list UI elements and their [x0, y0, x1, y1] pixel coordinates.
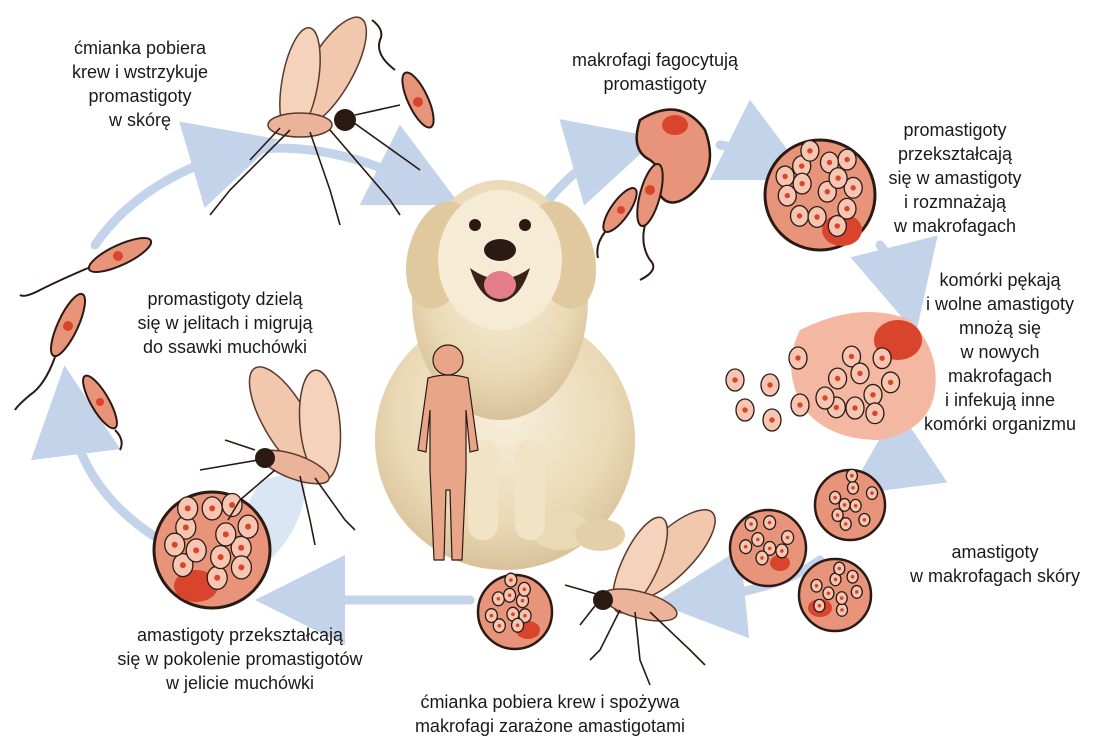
amastigote-nucleus — [511, 612, 515, 616]
amastigote-nucleus — [785, 193, 790, 198]
amastigote-nucleus — [852, 405, 857, 410]
amastigote-nucleus — [749, 522, 753, 526]
amastigote-nucleus — [844, 206, 849, 211]
label-transform-multiply: promastigoty przekształcają się w amasti… — [870, 118, 1040, 238]
amastigote-nucleus — [185, 505, 191, 511]
cycle-arrow — [540, 150, 615, 210]
amastigote-nucleus — [850, 474, 854, 478]
amastigote-nucleus — [786, 536, 790, 540]
amastigote-nucleus — [835, 376, 840, 381]
amastigote-nucleus — [834, 578, 838, 582]
label-skin-macrophages: amastigoty w makrofagach skóry — [895, 540, 1095, 588]
amastigote-nucleus — [183, 525, 189, 531]
amastigote-nucleus — [851, 486, 855, 490]
amastigote-nucleus — [229, 502, 235, 508]
cycle-arrow — [250, 148, 420, 185]
amastigote-nucleus — [172, 542, 178, 548]
amastigote-nucleus — [498, 624, 502, 628]
promastigote-icon — [597, 162, 668, 280]
amastigote-nucleus — [490, 614, 494, 618]
amastigote-nucleus — [193, 547, 199, 553]
amastigote-nucleus — [835, 175, 840, 180]
amastigote-nucleus — [851, 185, 856, 190]
amastigote-nucleus — [822, 395, 827, 400]
amastigote-nucleus — [833, 496, 837, 500]
label-bite-ingest: ćmianka pobiera krew i spożywa makrofagi… — [385, 690, 715, 738]
amastigote-nucleus — [863, 518, 867, 522]
amastigote-nucleus — [744, 545, 748, 549]
amastigote-nucleus — [844, 157, 849, 162]
amastigote-nucleus — [797, 402, 802, 407]
amastigote-nucleus — [844, 522, 848, 526]
amastigote-nucleus — [797, 213, 802, 218]
amastigote-nucleus — [807, 148, 812, 153]
amastigote-nucleus — [854, 504, 858, 508]
amastigote-nucleus — [238, 545, 244, 551]
label-bite-inject: ćmianka pobiera krew i wstrzykuje promas… — [30, 36, 250, 132]
amastigote-nucleus — [843, 503, 847, 507]
amastigote-nucleus — [497, 597, 501, 601]
amastigote-nucleus — [509, 578, 513, 582]
amastigote-nucleus — [795, 355, 800, 360]
amastigote-nucleus — [769, 417, 774, 422]
amastigote-nucleus — [732, 377, 737, 382]
amastigote-nucleus — [218, 554, 224, 560]
amastigote-nucleus — [879, 356, 884, 361]
amastigote-nucleus — [523, 614, 527, 618]
amastigote-nucleus — [516, 624, 520, 628]
amastigote-nucleus — [815, 584, 819, 588]
amastigote-nucleus — [756, 538, 760, 542]
amastigote-nucleus — [825, 189, 830, 194]
amastigote-nucleus — [857, 371, 862, 376]
amastigote-nucleus — [840, 596, 844, 600]
amastigote-nucleus — [870, 491, 874, 495]
amastigote-nucleus — [849, 354, 854, 359]
promastigote-icon — [372, 20, 440, 131]
amastigote-nucleus — [872, 411, 877, 416]
amastigote-nucleus — [245, 524, 251, 530]
cycle-arrow — [880, 245, 905, 290]
amastigote-nucleus — [223, 531, 229, 537]
amastigote-nucleus — [521, 599, 525, 603]
amastigote-nucleus — [888, 380, 893, 385]
cycle-arrow — [95, 152, 235, 245]
amastigote-nucleus — [835, 223, 840, 228]
amastigote-nucleus — [209, 505, 215, 511]
amastigote-nucleus — [799, 163, 804, 168]
cycle-arrow — [720, 145, 770, 160]
cycle-arrow — [70, 410, 160, 540]
amastigote-nucleus — [827, 160, 832, 165]
amastigote-nucleus — [870, 392, 875, 397]
amastigote-nucleus — [855, 590, 859, 594]
label-divide-migrate: promastigoty dzielą się w jelitach i mig… — [95, 287, 355, 359]
label-cells-burst: komórki pękają i wolne amastigoty mnożą … — [905, 268, 1095, 436]
amastigote-nucleus — [799, 181, 804, 186]
amastigote-nucleus — [838, 567, 842, 571]
label-gut-transform: amastigoty przekształcają się w pokoleni… — [95, 623, 385, 695]
amastigote-nucleus — [214, 575, 220, 581]
amastigote-nucleus — [840, 608, 844, 612]
cycle-arrow — [885, 440, 905, 470]
amastigote-nucleus — [768, 521, 772, 525]
amastigote-nucleus — [760, 556, 764, 560]
amastigote-nucleus — [523, 588, 527, 592]
amastigote-nucleus — [767, 382, 772, 387]
amastigote-nucleus — [508, 594, 512, 598]
macrophage-icon — [730, 470, 885, 631]
amastigote-nucleus — [180, 562, 186, 568]
amastigote-nucleus — [827, 592, 831, 596]
amastigote-nucleus — [768, 547, 772, 551]
amastigote-nucleus — [782, 174, 787, 179]
amastigote-nucleus — [851, 575, 855, 579]
amastigote-nucleus — [818, 604, 822, 608]
label-phagocytose: makrofagi fagocytują promastigoty — [555, 48, 755, 96]
amastigote-nucleus — [836, 513, 840, 517]
amastigote-nucleus — [238, 564, 244, 570]
amastigote-nucleus — [780, 549, 784, 553]
amastigote-nucleus — [834, 405, 839, 410]
dog-icon — [375, 180, 635, 570]
amastigote-nucleus — [814, 214, 819, 219]
amastigote-nucleus — [742, 407, 747, 412]
